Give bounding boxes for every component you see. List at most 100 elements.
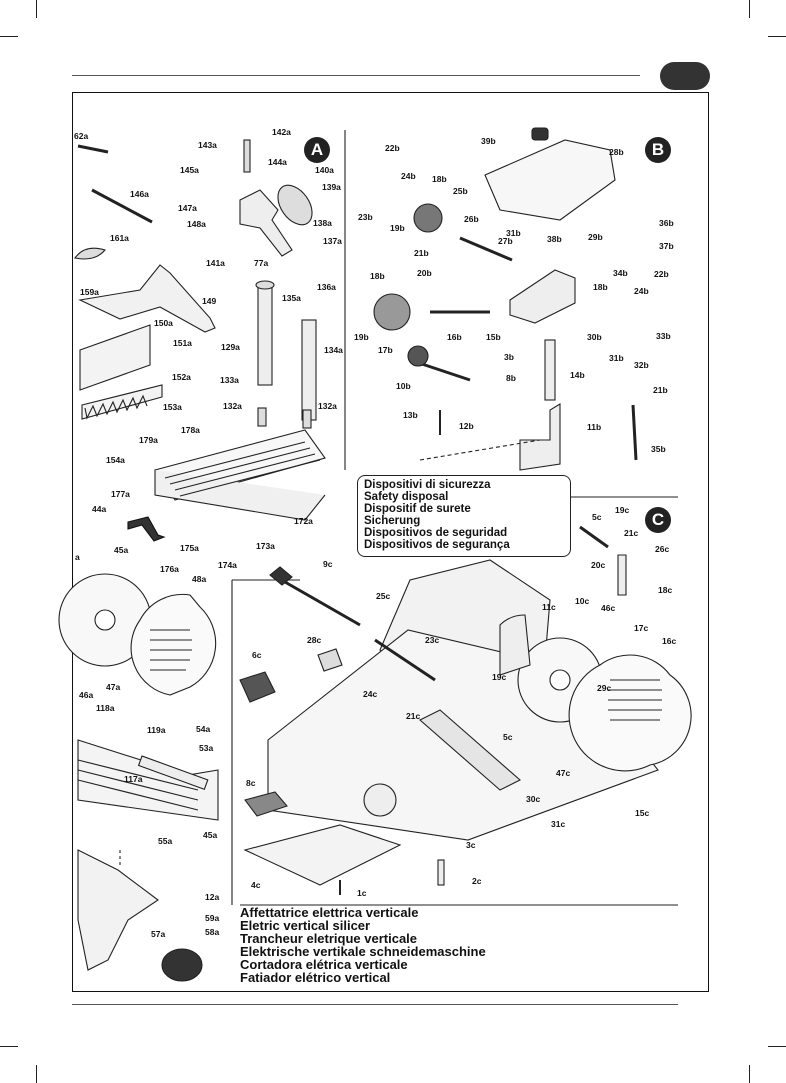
part-label: 46a [79,690,94,700]
part-label: 28b [609,147,624,157]
part-label: 133a [220,375,239,385]
part-label: 21b [653,385,668,395]
part-label: 161a [110,233,129,243]
part-label: 19c [615,505,630,515]
part-label: 173a [256,541,275,551]
part-label: 20c [591,560,606,570]
part-label: 19b [390,223,405,233]
part-label: 5c [503,732,513,742]
part-label: 13b [403,410,418,420]
part-label: 3c [466,840,476,850]
part-label: 8c [246,778,256,788]
part-label: 47a [106,682,121,692]
part-label: 159a [80,287,99,297]
part-label: 3b [504,352,514,362]
part-label: 47c [556,768,571,778]
part-label: 6c [252,650,262,660]
part-label: 30b [587,332,602,342]
part-label: 25b [453,186,468,196]
part-label: 18b [432,174,447,184]
part-label: 59a [205,913,220,923]
part-label: 175a [180,543,199,553]
part-label: 14b [570,370,585,380]
part-label: 11c [542,602,556,612]
part-label: 24b [401,171,416,181]
part-label: 138a [313,218,332,228]
part-label: 19b [354,332,369,342]
safety-line: Sicherung [364,515,421,527]
part-label: 23b [358,212,373,222]
part-label: 119a [147,725,166,735]
part-label: 144a [268,157,287,167]
part-label: 117a [124,774,143,784]
part-label: 29c [597,683,612,693]
safety-line: Dispositivi di sicurezza [364,479,491,491]
part-label: 5c [592,512,602,522]
part-label: 1c [357,888,367,898]
part-label: 39b [481,136,496,146]
part-label: 31b [506,228,521,238]
part-label: 36b [659,218,674,228]
part-label: 21c [406,711,421,721]
footer-rule [72,1004,678,1005]
part-label: 24b [634,286,649,296]
title-english: Eletric vertical silicer [240,918,371,933]
part-label: 135a [282,293,301,303]
part-label: 21b [414,248,429,258]
part-label: 141a [206,258,225,268]
diagram-frame [72,92,709,992]
part-label: 18c [658,585,673,595]
part-label: 26b [464,214,479,224]
part-label: 148a [187,219,206,229]
header-rule [72,75,640,76]
section-c-badge: C [645,507,671,533]
part-label: 140a [315,165,334,175]
part-label: 45a [114,545,129,555]
part-label: 31c [551,819,566,829]
part-label: 18b [593,282,608,292]
part-label: 176a [160,564,179,574]
ce-mark-icon [515,485,565,530]
part-label: 35b [651,444,666,454]
part-label: 57a [151,929,166,939]
safety-line: Safety disposal [364,491,449,503]
part-label: 55a [158,836,173,846]
part-label: 33b [656,331,671,341]
part-label: 152a [172,372,191,382]
part-label: 16b [447,332,462,342]
part-label: 15c [635,808,650,818]
part-label: 172a [294,516,313,526]
part-label: 134a [324,345,343,355]
part-label: 58a [205,927,220,937]
part-label: 177a [111,489,130,499]
part-label: 118a [96,703,115,713]
part-label: 153a [163,402,182,412]
part-label: 179a [139,435,158,445]
part-label: 26c [655,544,670,554]
part-label: 136a [317,282,336,292]
part-label: 77a [254,258,269,268]
safety-line: Dispositif de surete [364,503,471,515]
part-label: 46c [601,603,616,613]
title-german: Elektrische vertikale schneidemaschine [240,944,486,959]
part-label: 30c [526,794,541,804]
part-label: 17b [378,345,393,355]
part-label: 142a [272,127,291,137]
part-label: 154a [106,455,125,465]
part-label: 146a [130,189,149,199]
part-label: 16c [662,636,677,646]
part-label: 151a [173,338,192,348]
part-label: 34b [613,268,628,278]
part-label: 9c [323,559,333,569]
part-label: 149 [202,296,217,306]
part-label: 10c [575,596,590,606]
part-label: 20b [417,268,432,278]
part-label: 12b [459,421,474,431]
section-b-badge: B [645,137,671,163]
part-label: 44a [92,504,107,514]
part-label: 10b [396,381,411,391]
safety-box: Dispositivi di sicurezza Safety disposal… [357,475,571,557]
part-label: 139a [322,182,341,192]
part-label: 22b [654,269,669,279]
